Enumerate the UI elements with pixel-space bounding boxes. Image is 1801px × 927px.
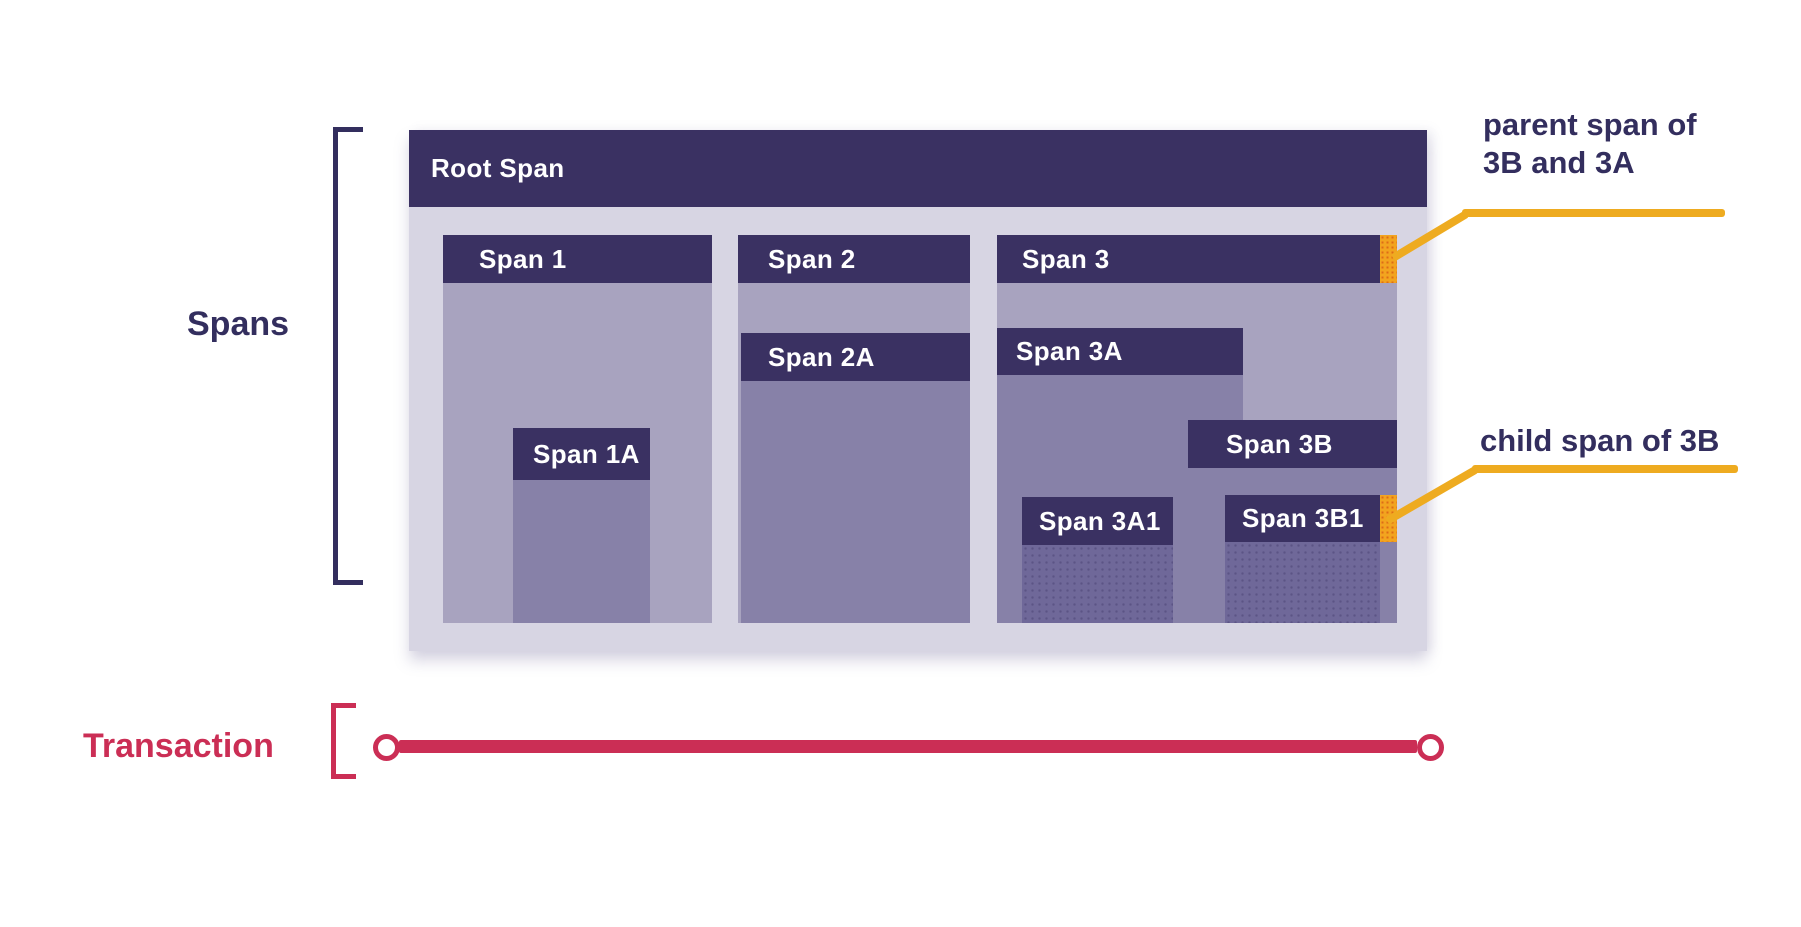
span-2-bar: Span 2 <box>738 235 970 283</box>
span-2a-bar: Span 2A <box>741 333 970 381</box>
parent-span-callout-leader-line <box>1462 209 1725 217</box>
transaction-end-point-icon <box>1416 733 1444 761</box>
span-1a-label: Span 1A <box>533 438 640 469</box>
spans-section-label: Spans <box>187 305 290 343</box>
span-3a1-label: Span 3A1 <box>1039 505 1161 536</box>
span-3b1-label: Span 3B1 <box>1242 503 1364 533</box>
transaction-start-point-icon <box>372 733 400 761</box>
span-2-label: Span 2 <box>768 243 856 274</box>
span-3a-label: Span 3A <box>1016 336 1123 366</box>
span-3-label: Span 3 <box>1022 243 1110 274</box>
child-span-callout-leader-line <box>1472 465 1738 473</box>
root-span-label: Root Span <box>431 153 565 183</box>
transaction-section-label: Transaction <box>83 727 274 765</box>
span-3a-bar: Span 3A <box>997 328 1243 375</box>
root-span-bar: Root Span <box>409 130 1427 207</box>
span-3a1-bar: Span 3A1 <box>1022 497 1173 545</box>
span-duration-fill-l3 <box>1022 545 1173 623</box>
span-3b-bar: Span 3B <box>1188 420 1397 468</box>
child-span-callout-text: child span of 3B <box>1480 423 1720 458</box>
span-2a-label: Span 2A <box>768 341 875 372</box>
span-3b-label: Span 3B <box>1226 428 1333 459</box>
transaction-bracket <box>331 703 356 779</box>
spans-bracket <box>333 127 363 585</box>
span-duration-fill-l2 <box>513 480 650 623</box>
span-1-label: Span 1 <box>479 243 567 274</box>
span-3b1-bar: Span 3B1 <box>1225 495 1397 542</box>
span-3-bar: Span 3 <box>997 235 1397 283</box>
transaction-duration-line <box>399 740 1417 753</box>
span-3-end-marker-icon <box>1380 235 1397 283</box>
span-1-bar: Span 1 <box>443 235 712 283</box>
span-1a-bar: Span 1A <box>513 428 650 480</box>
span-duration-fill-l2 <box>741 381 970 623</box>
span-duration-fill-l3 <box>1225 542 1380 623</box>
